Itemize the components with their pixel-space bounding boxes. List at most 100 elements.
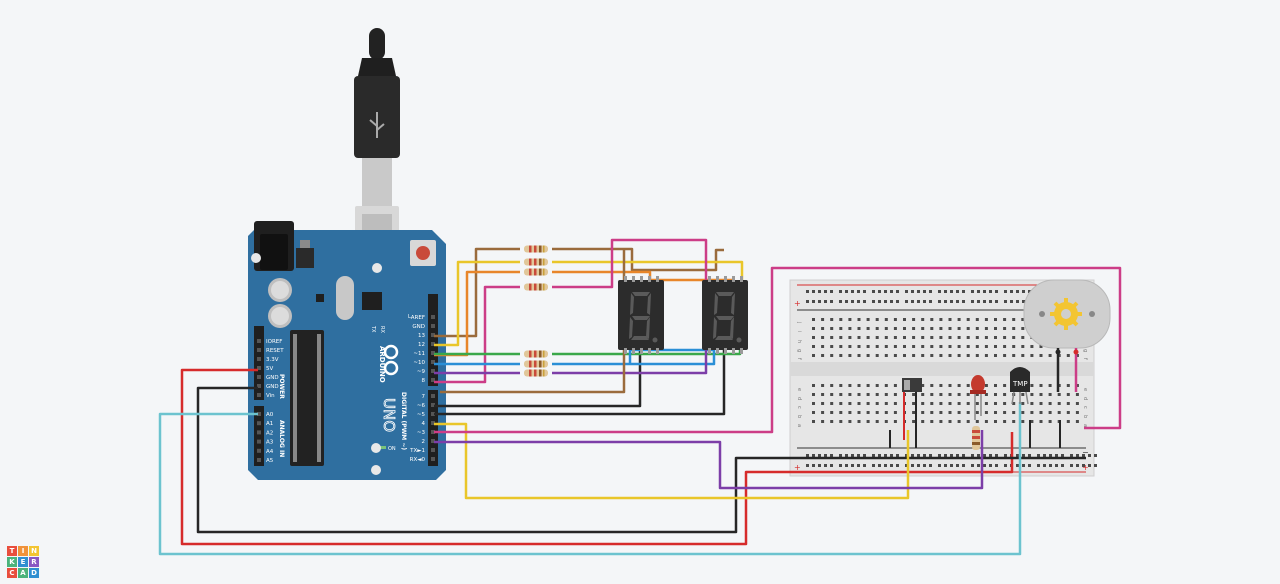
breadboard-hole[interactable] xyxy=(1094,464,1097,467)
breadboard-hole[interactable] xyxy=(1003,345,1007,348)
breadboard-hole[interactable] xyxy=(983,464,986,467)
breadboard-hole[interactable] xyxy=(948,402,952,405)
breadboard-hole[interactable] xyxy=(884,290,887,293)
breadboard-hole[interactable] xyxy=(989,300,992,303)
breadboard-hole[interactable] xyxy=(944,464,947,467)
breadboard-hole[interactable] xyxy=(806,290,809,293)
breadboard-hole[interactable] xyxy=(812,393,815,396)
breadboard-hole[interactable] xyxy=(921,384,925,387)
power-header[interactable] xyxy=(254,326,264,400)
breadboard-hole[interactable] xyxy=(821,345,825,348)
breadboard-hole[interactable] xyxy=(975,327,979,330)
breadboard-hole[interactable] xyxy=(939,336,943,339)
breadboard-hole[interactable] xyxy=(872,300,875,303)
breadboard-hole[interactable] xyxy=(971,464,974,467)
breadboard-hole[interactable] xyxy=(994,384,997,387)
breadboard-hole[interactable] xyxy=(1003,336,1007,339)
breadboard-hole[interactable] xyxy=(830,393,834,396)
breadboard-hole[interactable] xyxy=(966,420,970,423)
breadboard-hole[interactable] xyxy=(1030,345,1034,348)
breadboard-hole[interactable] xyxy=(1066,402,1070,405)
breadboard-hole[interactable] xyxy=(930,402,934,405)
breadboard-hole[interactable] xyxy=(1021,327,1025,330)
breadboard-hole[interactable] xyxy=(866,420,870,423)
breadboard-hole[interactable] xyxy=(1021,411,1025,414)
breadboard-hole[interactable] xyxy=(1022,464,1025,467)
breadboard-hole[interactable] xyxy=(938,290,941,293)
breadboard-hole[interactable] xyxy=(884,393,888,396)
breadboard-hole[interactable] xyxy=(863,454,866,457)
breadboard-hole[interactable] xyxy=(929,300,932,303)
breadboard-hole[interactable] xyxy=(1088,454,1091,457)
breadboard-hole[interactable] xyxy=(905,454,908,457)
breadboard-hole[interactable] xyxy=(1022,290,1025,293)
breadboard-hole[interactable] xyxy=(939,345,943,348)
breadboard-hole[interactable] xyxy=(875,318,879,321)
header-pin[interactable] xyxy=(431,394,435,398)
header-pin[interactable] xyxy=(431,457,435,461)
breadboard-hole[interactable] xyxy=(893,411,897,414)
breadboard-hole[interactable] xyxy=(962,300,965,303)
breadboard-hole[interactable] xyxy=(921,318,925,321)
breadboard-hole[interactable] xyxy=(866,336,870,339)
breadboard-hole[interactable] xyxy=(917,464,920,467)
breadboard-hole[interactable] xyxy=(984,345,988,348)
breadboard-hole[interactable] xyxy=(866,393,870,396)
breadboard-hole[interactable] xyxy=(1030,402,1034,405)
breadboard-holes[interactable] xyxy=(806,290,1097,467)
breadboard-hole[interactable] xyxy=(839,354,843,357)
breadboard-hole[interactable] xyxy=(812,318,815,321)
breadboard-hole[interactable] xyxy=(995,290,998,293)
dc-motor[interactable] xyxy=(1023,279,1111,392)
breadboard-hole[interactable] xyxy=(1012,354,1016,357)
breadboard-hole[interactable] xyxy=(948,327,952,330)
resistor[interactable] xyxy=(524,245,548,253)
breadboard-hole[interactable] xyxy=(930,393,934,396)
breadboard-hole[interactable] xyxy=(930,345,934,348)
breadboard-hole[interactable] xyxy=(1039,384,1043,387)
breadboard-hole[interactable] xyxy=(977,454,980,457)
breadboard-hole[interactable] xyxy=(912,336,916,339)
digital-header-bottom[interactable] xyxy=(428,390,438,466)
breadboard-hole[interactable] xyxy=(948,420,952,423)
header-pin[interactable] xyxy=(257,384,261,388)
breadboard-hole[interactable] xyxy=(812,345,815,348)
breadboard-hole[interactable] xyxy=(896,290,899,293)
breadboard-hole[interactable] xyxy=(957,384,961,387)
slide-switch[interactable] xyxy=(902,378,922,448)
header-pin[interactable] xyxy=(431,412,435,416)
breadboard-hole[interactable] xyxy=(866,402,870,405)
breadboard-hole[interactable] xyxy=(957,420,961,423)
breadboard-hole[interactable] xyxy=(903,336,906,339)
breadboard-hole[interactable] xyxy=(966,345,970,348)
display-pin[interactable] xyxy=(740,276,743,282)
breadboard-hole[interactable] xyxy=(1076,464,1079,467)
breadboard-hole[interactable] xyxy=(893,420,897,423)
breadboard-hole[interactable] xyxy=(1075,354,1079,357)
header-pin[interactable] xyxy=(431,333,435,337)
header-pin[interactable] xyxy=(257,375,261,379)
breadboard-hole[interactable] xyxy=(848,384,852,387)
breadboard-hole[interactable] xyxy=(921,393,925,396)
breadboard-hole[interactable] xyxy=(995,300,998,303)
breadboard-hole[interactable] xyxy=(848,393,852,396)
breadboard-hole[interactable] xyxy=(917,300,920,303)
breadboard-hole[interactable] xyxy=(1082,464,1085,467)
breadboard-hole[interactable] xyxy=(1066,420,1070,423)
breadboard-hole[interactable] xyxy=(957,402,961,405)
breadboard-hole[interactable] xyxy=(830,420,834,423)
breadboard-hole[interactable] xyxy=(1004,300,1007,303)
breadboard-hole[interactable] xyxy=(866,327,870,330)
breadboard-hole[interactable] xyxy=(884,402,888,405)
breadboard-hole[interactable] xyxy=(1039,354,1043,357)
breadboard-hole[interactable] xyxy=(921,420,925,423)
breadboard-hole[interactable] xyxy=(1003,354,1007,357)
breadboard-hole[interactable] xyxy=(839,464,842,467)
breadboard-hole[interactable] xyxy=(821,336,825,339)
breadboard-hole[interactable] xyxy=(830,464,833,467)
breadboard-hole[interactable] xyxy=(1003,402,1007,405)
breadboard-hole[interactable] xyxy=(839,384,843,387)
breadboard-hole[interactable] xyxy=(1076,454,1079,457)
seven-segment-display-1[interactable] xyxy=(618,276,664,354)
breadboard-hole[interactable] xyxy=(994,354,997,357)
